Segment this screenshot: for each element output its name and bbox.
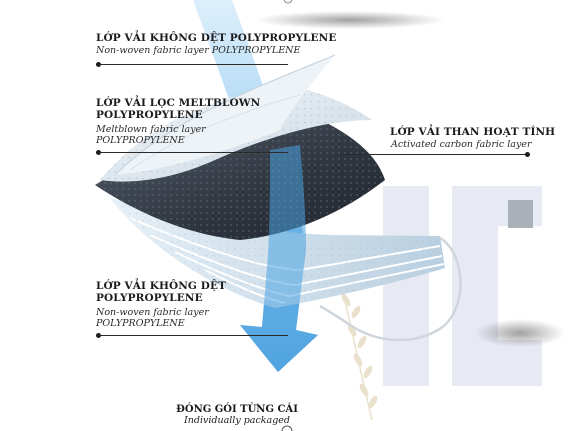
bottom-marker [281,425,293,431]
leader-line [98,152,288,153]
airflow-arrow-overlay [240,145,318,372]
top-nonwoven-layer [114,54,336,176]
leader-line [98,64,288,65]
label-meltblown-subtitle: Meltblown fabric layer POLYPROPYLENE [96,124,206,146]
label-nonwoven-bottom-subtitle: Non-woven fabric layer POLYPROPYLENE [96,307,209,329]
label-nonwoven-top-title: LỚP VẢI KHÔNG DỆT POLYPROPYLENE [96,32,337,44]
side-chrome [508,200,533,228]
packaging-subtitle: Individually packaged [184,415,290,426]
top-marker [283,0,293,4]
label-meltblown-title: LỚP VẢI LỌC MELTBLOWN POLYPROPYLENE [96,97,261,121]
top-shadow [255,11,445,29]
watermark-logo [383,186,542,386]
wheat-decoration [339,279,378,421]
bottom-shadow [475,319,565,347]
ear-loop [319,236,462,342]
carbon-layer [95,110,385,240]
leader-line [340,154,528,155]
leader-dot [525,152,530,157]
label-carbon-subtitle: Activated carbon fabric layer [391,139,532,150]
label-carbon-title: LỚP VẢI THAN HOẠT TÍNH [390,126,556,138]
label-nonwoven-bottom-title: LỚP VẢI KHÔNG DỆT POLYPROPYLENE [96,280,226,304]
label-nonwoven-top-subtitle: Non-woven fabric layer POLYPROPYLENE [96,45,301,56]
leader-line [98,335,288,336]
packaging-title: ĐÓNG GÓI TỪNG CÁI [176,404,298,415]
